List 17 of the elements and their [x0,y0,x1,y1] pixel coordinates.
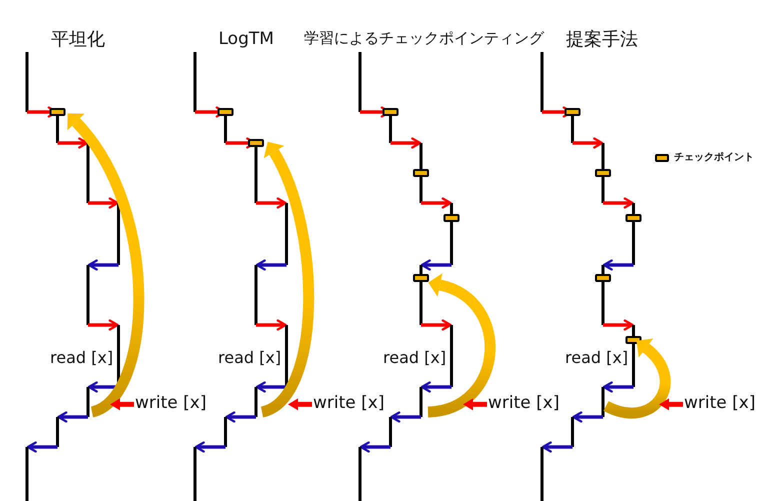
operation-label: write [x] [135,394,206,413]
legend-label: チェックポイント [674,152,754,163]
panel-heading: 提案手法 [566,30,638,50]
panel-heading: 学習によるチェックポインティング [304,30,544,46]
operation-label: write [x] [488,394,560,413]
operation-label: read [x] [565,349,628,367]
operation-label: read [x] [218,349,282,367]
operation-label: write [x] [684,394,756,413]
operation-label: read [x] [383,349,446,367]
arrow [110,398,134,410]
arrow [463,398,487,410]
arrow [288,398,312,410]
panel-heading: LogTM [218,30,274,49]
operation-label: read [x] [50,349,114,367]
arrow [659,398,683,410]
operation-label: write [x] [313,394,384,413]
panel-heading: 平坦化 [51,30,105,50]
